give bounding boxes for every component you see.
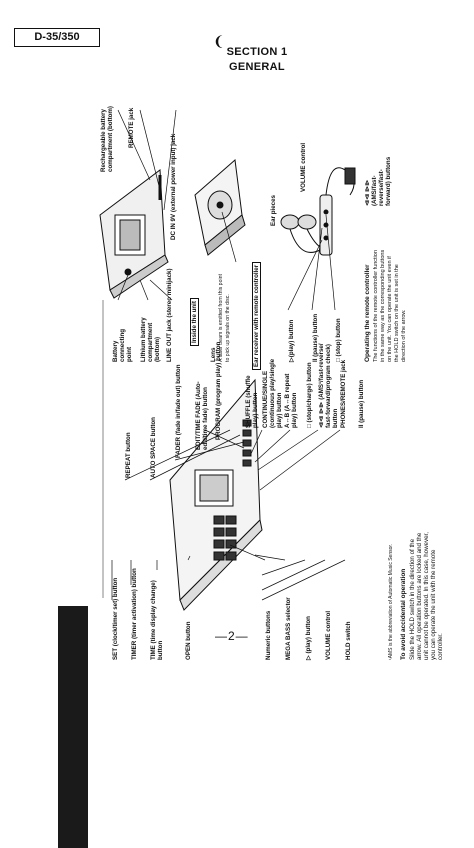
label-repeat-button: REPEAT button — [125, 432, 132, 478]
label-edit-time-fade: EDIT/TIME FADE (Auto-edit/time fade) but… — [195, 381, 209, 450]
remote-heading: Ear receiver with remote controller — [252, 261, 261, 370]
lens-leader — [221, 211, 237, 263]
accidental-line-5: controller. — [437, 633, 444, 660]
label-timer-button: TIMER (timer activation) button — [131, 568, 138, 660]
label-volume-control: VOLUME control — [325, 610, 332, 660]
label-open-button: OPEN button — [185, 621, 192, 661]
label-pause-button: II (pause) button — [358, 379, 365, 428]
label-play-button: ▷ (play) button — [305, 616, 312, 660]
rear-unit-drawing — [99, 169, 169, 299]
label-ab-repeat: A↔B (A↔B repeat play) button — [284, 373, 298, 428]
label-set-button: SET (clock/timer set) button — [112, 577, 119, 660]
remote-op-line-4: the HOLD switch on the unit is set in th… — [394, 264, 400, 362]
section-number: SECTION 1 — [226, 46, 288, 58]
label-lithium-battery: Lithium battery compartment (bottom) — [140, 317, 161, 362]
label-numeric-buttons: Numeric buttons — [265, 610, 272, 660]
label-shuffle-button: SHUFFLE (shuffle play) button — [245, 375, 259, 428]
remote-op-line-3: on the unit. You can operate the unit ev… — [387, 256, 393, 362]
accidental-line-1: Slide the HOLD switch in the direction o… — [409, 538, 416, 660]
section-title: GENERAL — [229, 61, 285, 73]
margin-mark: ❨ — [213, 33, 225, 49]
label-remote-ams: ⧏⧏ ⧐⧐ (AMS/fast-reverse/fast- forward) b… — [364, 156, 392, 206]
label-rechargeable-battery: Rechargeable battery compartment (bottom… — [100, 106, 114, 172]
label-remote-pause: II (pause) button — [312, 313, 319, 362]
label-remote-jack: REMOTE jack — [128, 107, 135, 148]
page-number: —2— — [215, 629, 249, 643]
accidental-line-3: unit cannot be operated. In this case, h… — [423, 532, 430, 660]
main-unit-drawing — [169, 378, 263, 611]
lens-line-1: A laser beam is emitted from this point — [218, 274, 224, 362]
ams-footnote: ¹AMS is the abbreviation of Automatic Mu… — [388, 543, 394, 660]
label-hold-switch: HOLD switch — [345, 621, 352, 660]
remote-op-line-2: in the same way as the corresponding but… — [380, 249, 386, 362]
accidental-line-4: you can operate the unit with the remote — [430, 549, 437, 660]
label-line-out-jack: LINE OUT jack (stereo minijack) — [166, 268, 173, 362]
label-battery-point: Battery connecting point — [112, 328, 133, 362]
label-remote-volume: VOLUME control — [300, 142, 307, 192]
leader-lines-remote — [287, 214, 336, 311]
label-remote-play: ▷(play) button — [288, 319, 295, 362]
label-ear-pieces: Ear pieces — [270, 195, 277, 226]
label-auto-space-button: AUTO SPACE button — [150, 417, 157, 478]
model-number-box: D-35/350 — [14, 28, 100, 47]
label-phones-jack: PHONES/REMOTE jack — [340, 359, 347, 428]
inside-unit-drawing — [194, 159, 246, 256]
accidental-line-2: arrow. All operation buttons are locked … — [416, 532, 423, 660]
label-time-button: TIME (time display change) button — [150, 580, 164, 660]
leader-lines-main — [111, 429, 346, 601]
inside-unit-heading: Inside the unit — [190, 298, 199, 346]
leader-lines-rear — [117, 109, 177, 301]
label-dc-in-jack: DC IN 9V (external power input) jack — [170, 133, 177, 240]
remote-op-line-5: direction of the arrow. — [401, 309, 407, 362]
remote-op-line-1: The functions of the remote controller f… — [373, 250, 379, 362]
label-stop-charge: □ (stop/charge) button — [306, 362, 313, 428]
illustrations — [99, 109, 356, 611]
lens-line-2: to pick up signals on the disc. — [225, 294, 231, 362]
label-remote-stop: □ (stop) button — [335, 318, 342, 362]
label-continue-single: CONTINUE/SINGLE (continuous play/single … — [262, 358, 283, 428]
accidental-title: To avoid accidental operation — [400, 568, 407, 660]
remote-op-title: Operating the remote controller — [364, 264, 371, 362]
remote-drawing — [280, 167, 356, 256]
label-mega-bass: MEGA BASS selector — [285, 597, 292, 660]
lens-title: Lens — [210, 347, 217, 362]
label-fader-button: FADER (fade in/fade out) button — [175, 364, 182, 459]
